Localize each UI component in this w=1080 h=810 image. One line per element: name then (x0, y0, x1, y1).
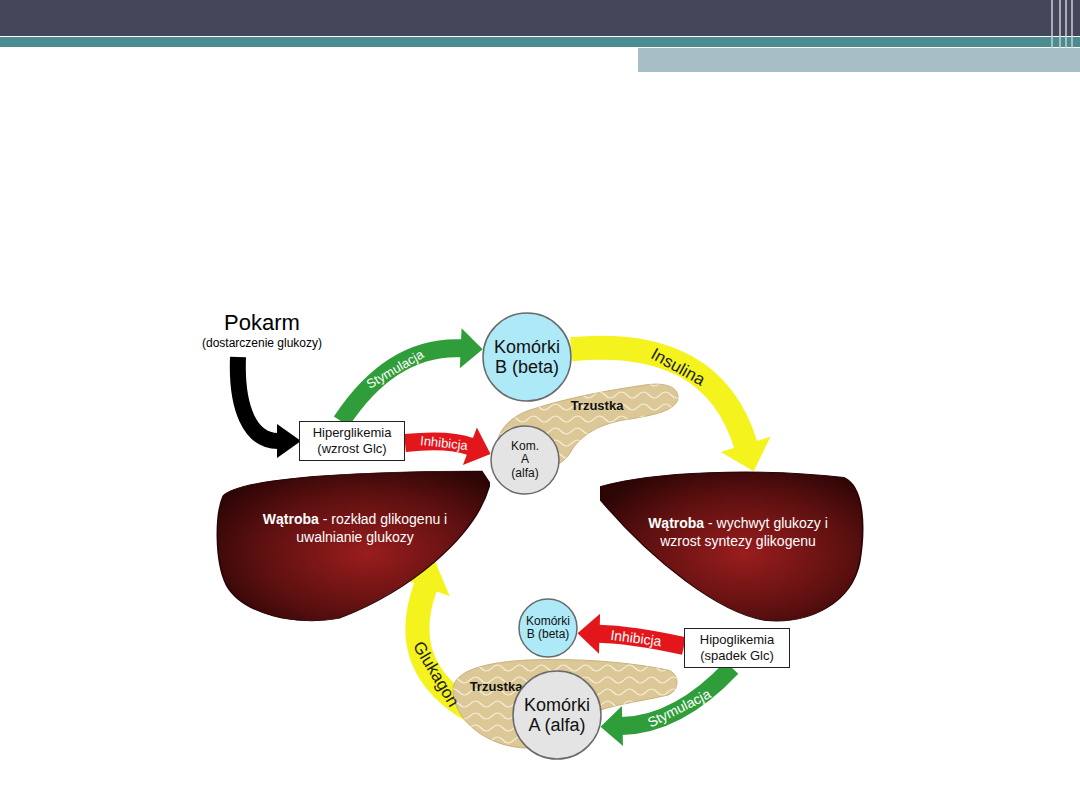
beta-cell-circle: Komórki B (beta) (482, 312, 572, 402)
pancreas-outline (440, 365, 690, 480)
circle-fill (491, 426, 559, 494)
condition-box: Hiperglikemia (wzrost Glc) (299, 421, 405, 460)
arrow-head (600, 706, 623, 746)
circle-fill (519, 599, 577, 657)
circle-fill (483, 313, 571, 401)
arrow-label: Stymulacja (364, 347, 425, 390)
corner-lines (1052, 0, 1072, 48)
arrow-head (721, 437, 771, 471)
box-label: Hiperglikemia (wzrost Glc) (306, 425, 398, 456)
organ-function: - rozkład glikogenu i uwalnianie glukozy (296, 511, 447, 545)
arrow-label: Inhibicja (610, 628, 663, 649)
liver-caption: Wątroba- rozkład glikogenu i uwalnianie … (248, 511, 463, 546)
cell-label: Komórki B (beta) (494, 337, 560, 377)
liver-outline (215, 468, 490, 623)
cell-label: Komórki B (beta) (526, 615, 570, 642)
food-arrow-head (277, 424, 301, 458)
flow-arrow (405, 428, 491, 466)
condition-box: Hipoglikemia (spadek Glc) (684, 628, 790, 667)
header-block (638, 48, 1080, 72)
organ-name: Wątroba (263, 511, 319, 527)
arrow-head (460, 328, 483, 368)
cell-label: Komórki A (alfa) (524, 695, 590, 735)
cell-label: Kom. A (alfa) (511, 440, 539, 480)
arrow-band (341, 348, 461, 421)
liver-shape: Wątroba- rozkład glikogenu i uwalnianie … (215, 468, 490, 623)
arrow-head (578, 614, 601, 654)
box-label: Hipoglikemia (spadek Glc) (691, 632, 783, 663)
header-stripe (0, 37, 1080, 47)
food-note: (dostarczenie glukozy) (202, 336, 322, 350)
organ-label: Trzustka (470, 679, 523, 694)
alpha-cell-circle: Kom. A (alfa) (490, 425, 560, 495)
header-bar (0, 0, 1080, 36)
circle-fill (513, 671, 601, 759)
food-label: Pokarm (224, 310, 300, 336)
liver-fill (217, 471, 490, 621)
alpha-cell-circle: Komórki A (alfa) (512, 670, 602, 760)
pancreas-shape: Trzustka (440, 365, 690, 480)
organ-label: Trzustka (571, 398, 624, 413)
food-arrow (238, 357, 278, 441)
liver-caption: Wątroba- wychwyt glukozy i wzrost syntez… (641, 515, 836, 550)
beta-cell-circle: Komórki B (beta) (518, 598, 578, 658)
liver-shape: Wątroba- wychwyt glukozy i wzrost syntez… (600, 468, 865, 625)
flow-arrow (341, 328, 482, 421)
flow-arrow (578, 614, 684, 654)
liver-fill (600, 472, 863, 621)
organ-name: Wątroba (648, 515, 704, 531)
